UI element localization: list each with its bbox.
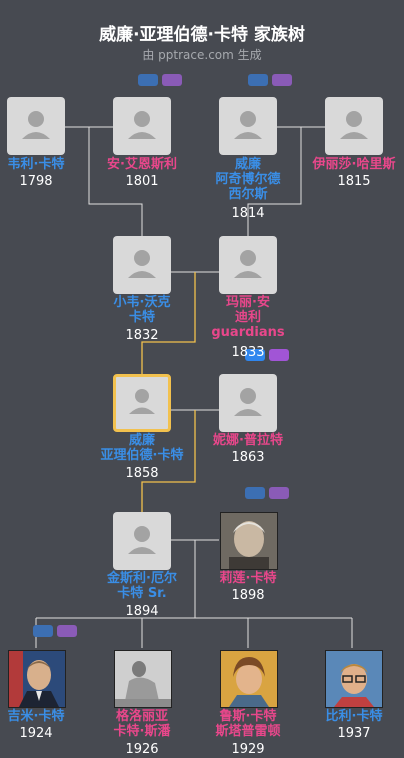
page-subtitle: 由 pptrace.com 生成: [142, 48, 262, 62]
person-avatar[interactable]: [7, 97, 65, 155]
person-name: 安·艾恩斯利: [107, 157, 177, 172]
focus-person-avatar[interactable]: [113, 374, 171, 432]
portrait-photo-icon: [115, 651, 171, 707]
person-year: 1833: [231, 345, 265, 360]
focus-line: [141, 410, 196, 512]
person-year: 1863: [231, 450, 265, 465]
person-photo[interactable]: [220, 650, 278, 708]
person-name: 威廉 阿奇博尔德 西尔斯: [215, 157, 281, 202]
portrait-photo-icon: [9, 651, 65, 707]
person-avatar[interactable]: [219, 97, 277, 155]
page-title: 威廉·亚理伯德·卡特 家族树: [99, 25, 305, 45]
person-avatar[interactable]: [325, 97, 383, 155]
couple-badge[interactable]: [245, 349, 291, 361]
person-placeholder-icon: [129, 389, 155, 414]
person-name: 比利·卡特: [325, 709, 383, 724]
couple-badge[interactable]: [245, 487, 291, 499]
focus-line: [141, 272, 196, 374]
person-year: 1937: [337, 726, 371, 741]
person-name: 格洛丽亚 卡特·斯潘: [113, 709, 171, 739]
person-year: 1798: [19, 174, 53, 189]
person-placeholder-icon: [234, 111, 262, 139]
person-placeholder-icon: [234, 388, 262, 416]
couple-badge[interactable]: [248, 74, 294, 86]
person-name: 玛丽·安 迪利 guardians: [211, 295, 285, 340]
person-placeholder-icon: [234, 250, 262, 278]
couple-badge[interactable]: [138, 74, 184, 86]
descent-line: [247, 127, 302, 236]
person-placeholder-icon: [22, 111, 50, 139]
person-year: 1814: [231, 206, 265, 221]
person-name: 韦利·卡特: [7, 157, 65, 172]
person-name: 莉莲·卡特: [219, 571, 277, 586]
person-photo[interactable]: [325, 650, 383, 708]
person-photo[interactable]: [8, 650, 66, 708]
person-name: 鲁斯·卡特 斯塔普雷顿: [215, 709, 281, 739]
person-avatar[interactable]: [113, 97, 171, 155]
person-year: 1898: [231, 588, 265, 603]
person-avatar[interactable]: [219, 236, 277, 294]
person-placeholder-icon: [128, 250, 156, 278]
portrait-photo-icon: [221, 651, 277, 707]
person-name: 伊丽莎·哈里斯: [312, 157, 396, 172]
person-placeholder-icon: [340, 111, 368, 139]
person-year: 1894: [125, 604, 159, 619]
person-year: 1924: [19, 726, 53, 741]
person-name: 金斯利·厄尔 卡特 Sr.: [107, 571, 177, 601]
person-name: 小韦·沃克 卡特: [113, 295, 171, 325]
person-placeholder-icon: [128, 526, 156, 554]
descent-line: [88, 127, 143, 236]
person-name: 威廉 亚理伯德·卡特: [100, 433, 184, 463]
person-photo[interactable]: [220, 512, 278, 570]
person-year: 1801: [125, 174, 159, 189]
person-year: 1832: [125, 328, 159, 343]
person-avatar[interactable]: [113, 236, 171, 294]
person-year: 1926: [125, 742, 159, 757]
person-avatar[interactable]: [113, 512, 171, 570]
portrait-photo-icon: [326, 651, 382, 707]
person-name: 吉米·卡特: [7, 709, 65, 724]
person-placeholder-icon: [128, 111, 156, 139]
couple-badge[interactable]: [33, 625, 79, 637]
person-year: 1929: [231, 742, 265, 757]
portrait-photo-icon: [221, 513, 277, 569]
person-name: 妮娜·普拉特: [213, 433, 283, 448]
person-year: 1815: [337, 174, 371, 189]
person-photo[interactable]: [114, 650, 172, 708]
person-avatar[interactable]: [219, 374, 277, 432]
person-year: 1858: [125, 466, 159, 481]
